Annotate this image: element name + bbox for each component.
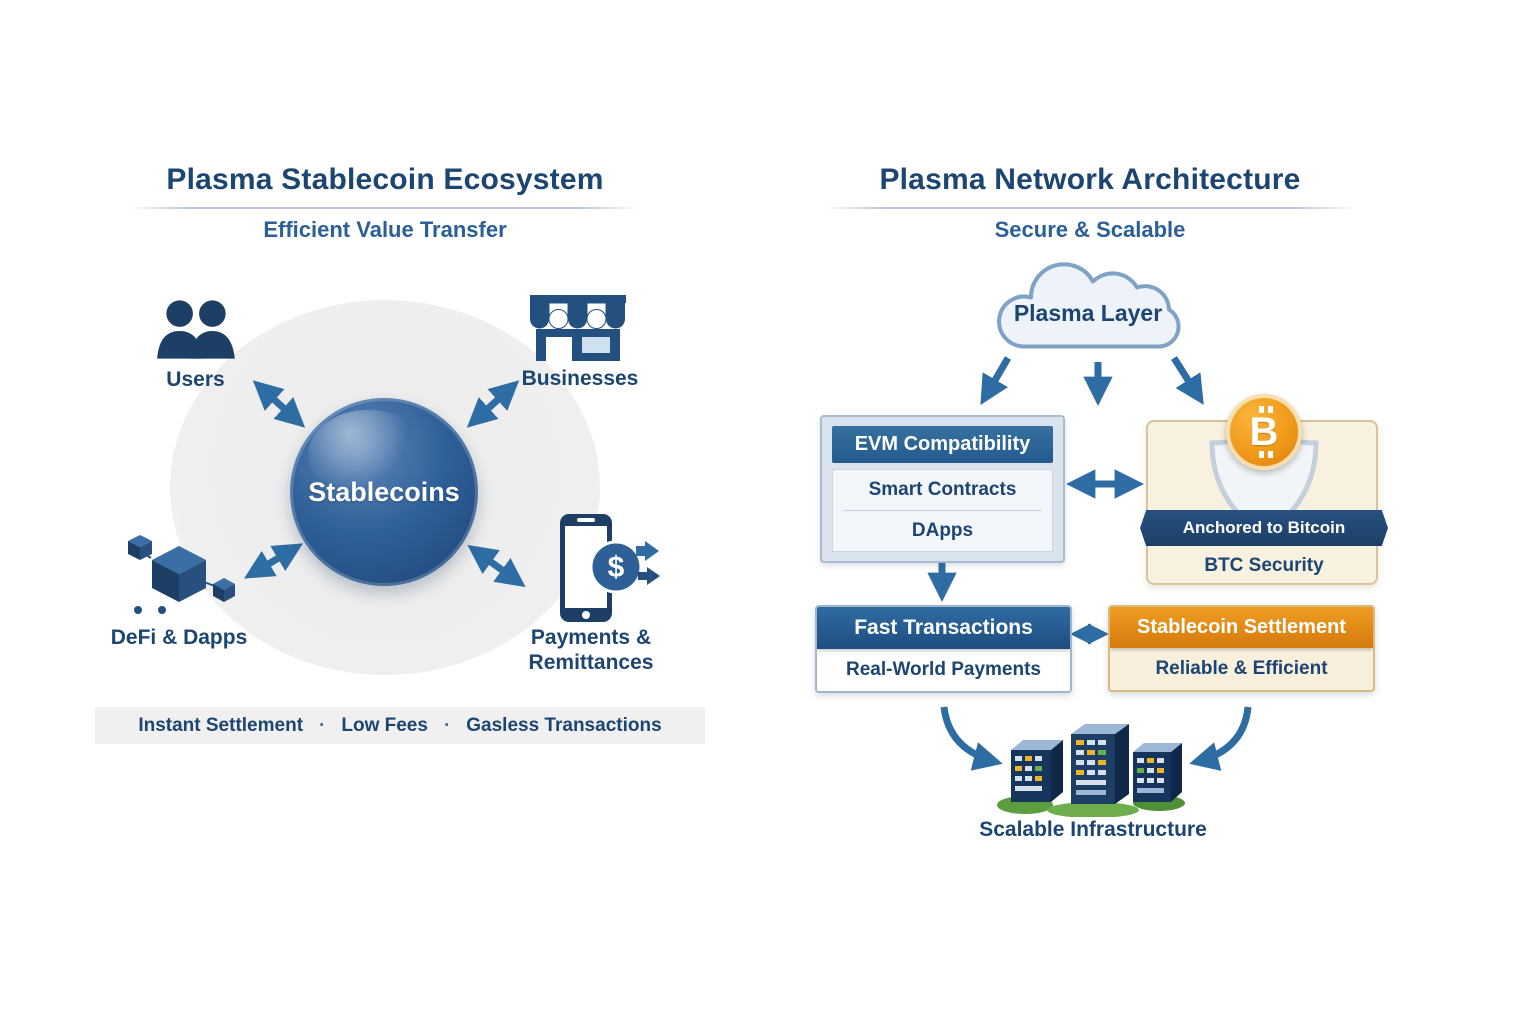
- network-architecture-panel: Plasma Network Architecture Secure & Sca…: [768, 0, 1536, 1024]
- stablecoin-ecosystem-panel: Plasma Stablecoin Ecosystem Efficient Va…: [95, 163, 705, 744]
- arrow-settlement-infra: [1189, 706, 1252, 771]
- evm-row-smart-contracts: Smart Contracts: [868, 479, 1017, 500]
- footer-separator: ·: [443, 714, 451, 736]
- svg-text:$: $: [608, 551, 625, 584]
- footer-separator: ·: [319, 714, 326, 736]
- scalable-infrastructure-label: Scalable Infrastructure: [979, 818, 1207, 841]
- left-title-divider: [128, 207, 640, 209]
- arrow-cloud-evm: [980, 356, 1012, 406]
- bitcoin-coin-icon: B: [1226, 394, 1302, 470]
- architecture-arrows: [927, 356, 1252, 771]
- stablecoin-settlement-box: Stablecoin Settlement Reliable & Efficie…: [1108, 605, 1375, 692]
- payments-phone-icon: $: [560, 514, 660, 622]
- right-panel-title: Plasma Network Architecture: [879, 163, 1301, 196]
- plasma-layer-label: Plasma Layer: [1013, 300, 1163, 326]
- left-panel-title: Plasma Stablecoin Ecosystem: [166, 163, 604, 196]
- evm-row-dapps: DApps: [911, 520, 974, 541]
- cloud-icon: [997, 262, 1181, 349]
- stablecoins-label: Stablecoins: [308, 477, 460, 508]
- stablecoin-settlement-body: Reliable & Efficient: [1155, 658, 1328, 679]
- arrow-cloud-bitcoin: [1171, 356, 1204, 405]
- arrow-fast-infra: [940, 706, 1003, 771]
- right-panel-subtitle: Secure & Scalable: [994, 217, 1186, 242]
- defi-cubes-icon: [128, 535, 235, 614]
- arrow-center-users: [252, 380, 306, 428]
- fast-transactions-body: Real-World Payments: [846, 659, 1041, 680]
- circle-highlight: [308, 410, 428, 500]
- users-label: Users: [166, 368, 225, 391]
- left-panel-subtitle: Efficient Value Transfer: [263, 217, 507, 242]
- anchored-to-bitcoin-ribbon: Anchored to Bitcoin: [1140, 510, 1388, 546]
- evm-box-header: EVM Compatibility: [832, 426, 1053, 463]
- payments-label: Payments & Remittances: [528, 626, 654, 674]
- evm-compatibility-box: EVM Compatibility Smart Contracts DApps: [820, 415, 1065, 563]
- storefront-icon: [530, 295, 626, 361]
- evm-row-divider: [843, 510, 1042, 511]
- businesses-label: Businesses: [521, 367, 639, 390]
- footer-item-low-fees: Low Fees: [341, 714, 428, 736]
- stablecoins-node: Stablecoins: [290, 398, 478, 586]
- footer-item-gasless: Gasless Transactions: [466, 714, 662, 736]
- right-title-divider: [823, 207, 1358, 209]
- footer-item-instant-settlement: Instant Settlement: [138, 714, 304, 736]
- ecosystem-footer-strip: Instant Settlement · Low Fees · Gasless …: [95, 707, 705, 744]
- fast-transactions-header: Fast Transactions: [817, 607, 1070, 649]
- arrow-center-businesses: [466, 380, 520, 428]
- arrow-center-payments: [467, 544, 526, 588]
- evm-box-body: Smart Contracts DApps: [832, 469, 1053, 552]
- bitcoin-symbol: B: [1249, 406, 1279, 458]
- btc-security-label: BTC Security: [1204, 555, 1324, 576]
- fast-transactions-box: Fast Transactions Real-World Payments: [815, 605, 1072, 693]
- ecosystem-arrows: [243, 380, 526, 588]
- users-icon: [157, 300, 235, 359]
- bitcoin-anchor-box: B Anchored to Bitcoin BTC Security: [1140, 394, 1388, 585]
- stablecoin-settlement-header: Stablecoin Settlement: [1110, 607, 1373, 648]
- arrow-center-defi: [243, 543, 304, 579]
- defi-label: DeFi & Dapps: [110, 626, 248, 649]
- servers-icon: [997, 724, 1185, 817]
